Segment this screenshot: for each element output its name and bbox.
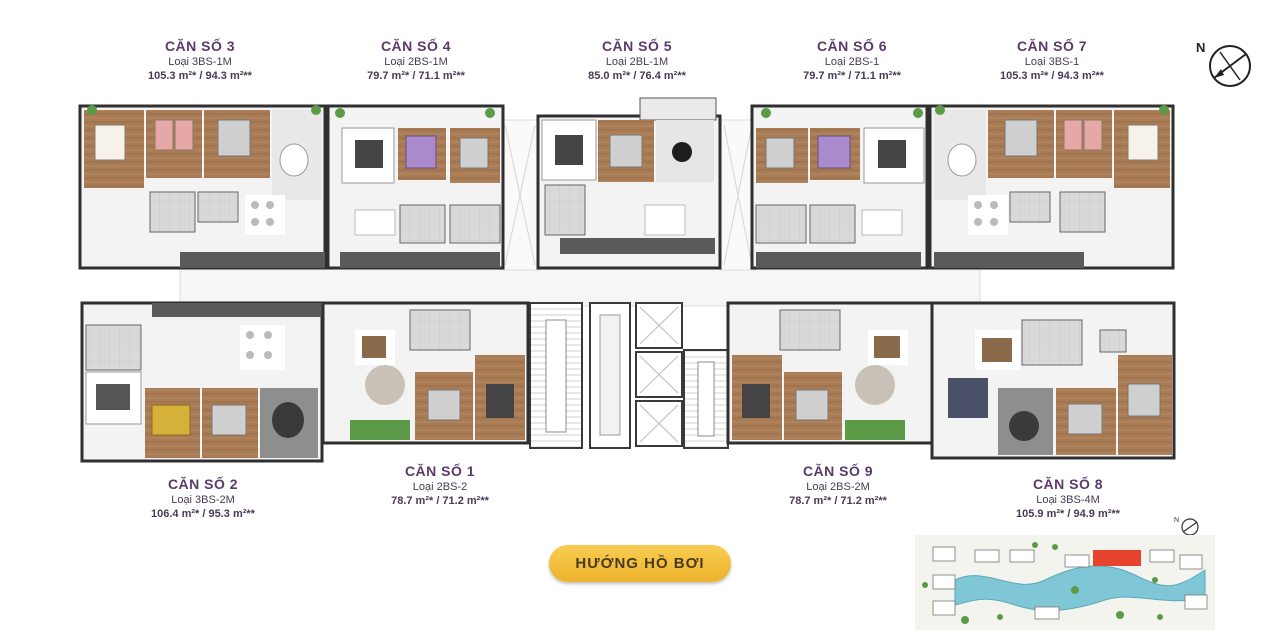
unit-8-label[interactable]: CĂN SỐ 8 Loại 3BS-4M 105.9 m²* / 94.9 m²…: [998, 476, 1138, 521]
unit-9-label[interactable]: CĂN SỐ 9 Loại 2BS-2M 78.7 m²* / 71.2 m²*…: [768, 463, 908, 508]
unit-type: Loại 3BS-1M: [168, 56, 232, 68]
unit-type: Loại 3BS-4M: [1036, 494, 1100, 506]
unit-7-plan: [928, 104, 1175, 270]
unit-3-plan: [78, 104, 327, 270]
unit-area: 105.3 m²* / 94.3 m²**: [148, 70, 252, 82]
unit-area: 79.7 m²* / 71.1 m²**: [367, 70, 465, 82]
unit-type: Loại 2BS-1: [824, 56, 880, 68]
unit-area: 106.4 m²* / 95.3 m²**: [151, 508, 255, 520]
unit-7-label[interactable]: CĂN SỐ 7 Loại 3BS-1 105.3 m²* / 94.3 m²*…: [982, 38, 1122, 83]
unit-area: 78.7 m²* / 71.2 m²**: [789, 495, 887, 507]
unit-type: Loại 3BS-2M: [171, 494, 235, 506]
building-core: [529, 302, 729, 449]
unit-name: CĂN SỐ 3: [164, 38, 236, 54]
unit-name: CĂN SỐ 9: [802, 463, 874, 479]
unit-3-label[interactable]: CĂN SỐ 3 Loại 3BS-1M 105.3 m²* / 94.3 m²…: [130, 38, 270, 83]
unit-name: CĂN SỐ 4: [380, 38, 452, 54]
compass-north-letter: N: [1196, 40, 1205, 55]
unit-5-plan: [536, 97, 722, 270]
unit-area: 85.0 m²* / 76.4 m²**: [588, 70, 686, 82]
unit-name: CĂN SỐ 6: [816, 38, 888, 54]
pool-direction-button[interactable]: HƯỚNG HỒ BƠI: [549, 545, 731, 582]
unit-8-plan: [930, 301, 1176, 460]
unit-type: Loại 2BL-1M: [605, 56, 669, 68]
unit-name: CĂN SỐ 7: [1016, 38, 1088, 54]
unit-1-plan: [321, 301, 530, 445]
unit-type: Loại 2BS-2M: [806, 481, 870, 493]
unit-name: CĂN SỐ 5: [601, 38, 673, 54]
unit-name: CĂN SỐ 1: [404, 463, 476, 479]
unit-9-plan: [726, 301, 937, 445]
compass-icon: N: [1196, 40, 1251, 87]
unit-area: 78.7 m²* / 71.2 m²**: [391, 495, 489, 507]
unit-4-label[interactable]: CĂN SỐ 4 Loại 2BS-1M 79.7 m²* / 71.1 m²*…: [346, 38, 486, 83]
site-minimap: [915, 535, 1215, 630]
unit-5-label[interactable]: CĂN SỐ 5 Loại 2BL-1M 85.0 m²* / 76.4 m²*…: [567, 38, 707, 83]
unit-area: 79.7 m²* / 71.1 m²**: [803, 70, 901, 82]
unit-4-plan: [326, 104, 505, 270]
unit-2-plan: [80, 301, 324, 463]
unit-name: CĂN SỐ 2: [167, 476, 239, 492]
unit-1-label[interactable]: CĂN SỐ 1 Loại 2BS-2 78.7 m²* / 71.2 m²**: [370, 463, 510, 508]
unit-type: Loại 2BS-1M: [384, 56, 448, 68]
unit-area: 105.9 m²* / 94.9 m²**: [1016, 508, 1120, 520]
unit-type: Loại 3BS-1: [1024, 56, 1080, 68]
unit-2-label[interactable]: CĂN SỐ 2 Loại 3BS-2M 106.4 m²* / 95.3 m²…: [133, 476, 273, 521]
unit-6-label[interactable]: CĂN SỐ 6 Loại 2BS-1 79.7 m²* / 71.1 m²**: [782, 38, 922, 83]
mini-compass-letter: N: [1174, 517, 1179, 524]
unit-name: CĂN SỐ 8: [1032, 476, 1104, 492]
unit-6-plan: [750, 104, 929, 270]
corridor: [179, 119, 981, 307]
unit-type: Loại 2BS-2: [412, 481, 468, 493]
unit-area: 105.3 m²* / 94.3 m²**: [1000, 70, 1104, 82]
